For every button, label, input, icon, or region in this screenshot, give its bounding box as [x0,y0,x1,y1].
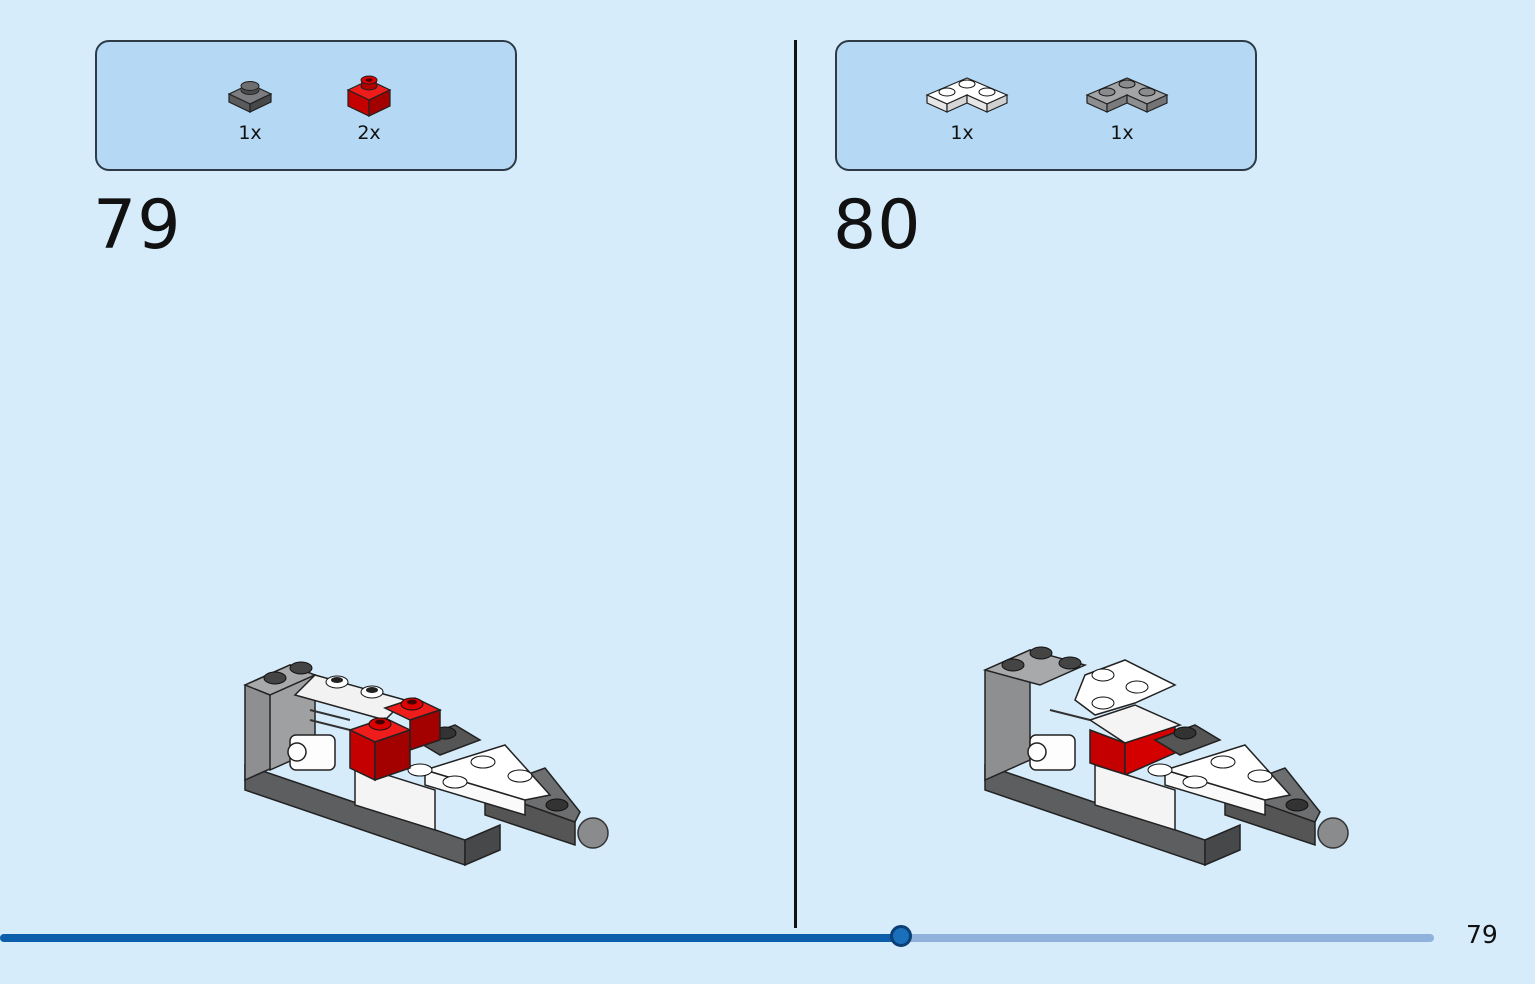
part-item: 1x [1082,70,1169,160]
model-assembly-illustration [243,661,609,867]
white-corner-plate-icon [925,77,1009,113]
parts-callout-box: 1x 1x [835,40,1257,171]
part-count: 1x [1110,122,1134,144]
red-brick-1x1-icon [346,75,392,117]
part-count: 1x [950,122,974,144]
dark-gray-plate-1x1-icon [227,81,273,113]
step-80-panel: 1x 1x 80 [740,0,1480,930]
part-count: 2x [357,122,381,144]
page-number: 79 [1466,920,1498,949]
gray-corner-plate-icon [1085,77,1169,113]
progress-fill [0,934,901,942]
page-divider [794,40,797,928]
part-item: 1x [922,70,1009,160]
progress-knob[interactable] [889,925,912,947]
step-79-panel: 1x 2x 79 [0,0,740,930]
part-count: 1x [238,122,262,144]
step-number: 79 [93,186,182,265]
model-assembly-illustration [982,646,1349,867]
page-progress-bar[interactable] [0,925,1434,947]
step-number: 80 [833,186,922,265]
part-item: 2x [329,70,409,160]
parts-callout-box: 1x 2x [95,40,517,171]
part-item: 1x [210,70,290,160]
